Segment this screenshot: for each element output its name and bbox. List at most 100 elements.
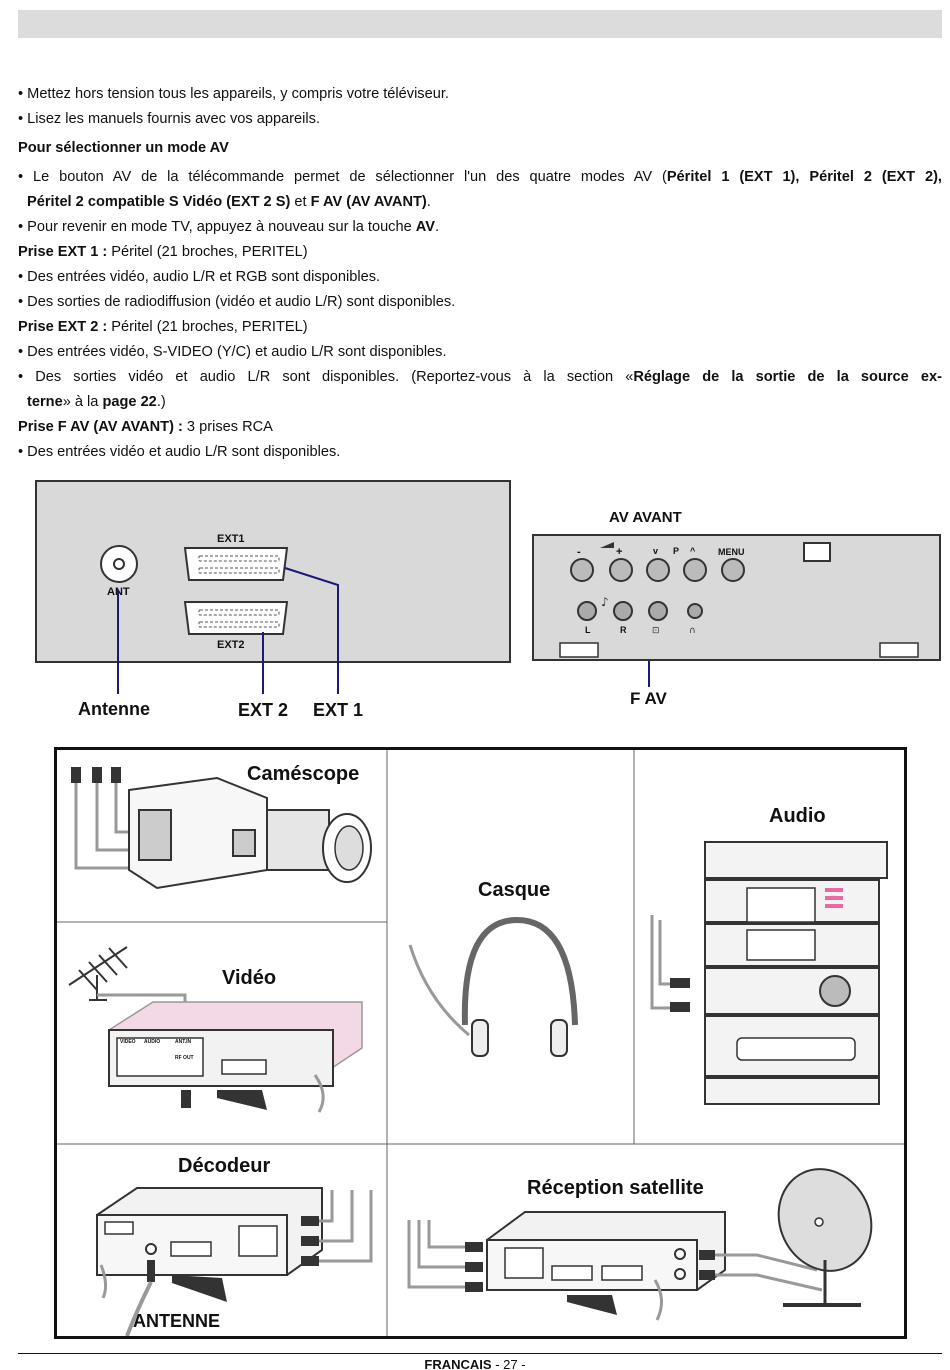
text-run: Péritel (21 broches, PERITEL) [107, 244, 308, 260]
scart-ext1-pins [198, 555, 280, 574]
text-run-bold: Péritel 2 compatible S Vidéo (EXT 2 S) [27, 194, 291, 210]
text-run-bold: page 22 [102, 394, 157, 410]
video-input-icon: ⊡ [652, 626, 660, 636]
video-title: Vidéo [222, 967, 277, 989]
audio-l-jack [577, 601, 597, 621]
scart-ext2-pins [198, 609, 280, 628]
volume-plus-label: + [616, 546, 623, 558]
decoder-illustration [96, 1187, 373, 1336]
header-bar [18, 10, 942, 38]
text-run: » à la [62, 394, 103, 410]
footer-language: FRANCAIS [424, 1357, 492, 1370]
text-run: • Pour revenir en mode TV, appuyez à nou… [18, 219, 416, 235]
video-in-jack [648, 601, 668, 621]
grid-drawing [57, 750, 904, 1336]
foot-right [879, 642, 919, 658]
footer-page-number: - 27 - [495, 1357, 526, 1370]
device-connection-grid: Caméscope Casque Audio Vidéo Décodeur Ré… [54, 747, 907, 1339]
audio-r-jack [613, 601, 633, 621]
program-label: P [673, 546, 680, 556]
ext1-heading: Prise EXT 1 : Péritel (21 broches, PERIT… [18, 240, 942, 265]
vcr-illustration [68, 946, 363, 1113]
rear-panel-drawing [100, 545, 289, 635]
ext2-outputs-cont: terne» à la page 22.) [18, 390, 942, 415]
program-down-label: v [653, 546, 659, 556]
ext2-heading: Prise EXT 2 : Péritel (21 broches, PERIT… [18, 315, 942, 340]
antenna-socket-pin [113, 558, 125, 570]
scart-ext2-icon [183, 601, 289, 635]
tv-return-line: • Pour revenir en mode TV, appuyez à nou… [18, 215, 942, 240]
text-run: . [426, 194, 431, 210]
satellite-title: Réception satellite [527, 1177, 704, 1199]
menu-button[interactable] [721, 558, 745, 582]
fav-heading: Prise F AV (AV AVANT) : 3 prises RCA [18, 415, 942, 440]
text-run: .) [156, 394, 166, 410]
fav-callout-line [648, 661, 650, 687]
section-heading: Pour sélectionner un mode AV [18, 140, 229, 156]
program-down-button[interactable] [646, 558, 670, 582]
camcorder-illustration [71, 767, 372, 890]
text-run-bold: Réglage de la sortie de la source ex- [633, 369, 943, 385]
text-run-bold: Prise F AV (AV AVANT) : [18, 419, 183, 435]
headphone-icon: ∩ [689, 626, 696, 636]
av-button-line-cont: Péritel 2 compatible S Vidéo (EXT 2 S) e… [18, 190, 942, 215]
ext2-inputs: • Des entrées vidéo, S-VIDEO (Y/C) et au… [18, 344, 447, 360]
program-up-label: ^ [690, 546, 696, 556]
fav-callout: F AV [630, 689, 667, 708]
antenne-callout: Antenne [78, 699, 150, 719]
av-button-line: • Le bouton AV de la télécommande permet… [18, 165, 942, 190]
antenna-socket-icon [100, 545, 138, 583]
ext1-callout: EXT 1 [313, 700, 364, 720]
jack-l-label: L [585, 625, 591, 635]
ext1-label: EXT1 [217, 533, 245, 545]
text-run: . [434, 219, 440, 235]
text-run-bold: Prise EXT 1 : [18, 244, 108, 260]
power-switch-icon [803, 542, 831, 562]
foot-left [559, 642, 599, 658]
casque-title: Casque [478, 879, 551, 901]
text-run: • Le bouton AV de la télécommande permet… [18, 169, 667, 185]
text-run-bold: terne [27, 394, 63, 410]
text-run: et [290, 194, 311, 210]
volume-up-button[interactable] [609, 558, 633, 582]
program-up-button[interactable] [683, 558, 707, 582]
page-footer: FRANCAIS - 27 - [0, 1357, 950, 1370]
instruction-line: • Mettez hors tension tous les appareils… [18, 86, 449, 102]
vcr-video-label: VIDEO [120, 1039, 136, 1045]
vcr-antin-label: ANT.IN [175, 1039, 192, 1045]
text-run: • Des sorties vidéo et audio L/R sont di… [18, 369, 634, 385]
scart-ext1-icon [183, 547, 289, 581]
fav-inputs: • Des entrées vidéo et audio L/R sont di… [18, 444, 341, 460]
music-note-icon: ♪ [601, 595, 609, 609]
menu-label: MENU [718, 547, 745, 557]
volume-down-button[interactable] [570, 558, 594, 582]
ext2-label: EXT2 [217, 639, 245, 651]
headphone-jack [687, 603, 703, 619]
ext2-callout: EXT 2 [238, 700, 289, 720]
text-run: Péritel (21 broches, PERITEL) [107, 319, 308, 335]
ext1-outputs: • Des sorties de radiodiffusion (vidéo e… [18, 294, 456, 310]
av-avant-title: AV AVANT [609, 509, 682, 526]
satellite-receiver-illustration [407, 1168, 873, 1321]
text-run-bold: F AV (AV AVANT) [310, 194, 427, 210]
audio-title: Audio [769, 805, 826, 827]
rear-callout-lines [117, 660, 339, 694]
footer-rule [18, 1353, 942, 1354]
vcr-rfout-label: RF OUT [175, 1055, 194, 1061]
instruction-line: • Lisez les manuels fournis avec vos app… [18, 111, 320, 127]
volume-minus-label: - [577, 546, 581, 558]
text-run-bold: Prise EXT 2 : [18, 319, 108, 335]
camescope-title: Caméscope [247, 763, 360, 785]
text-run-bold: AV [415, 219, 435, 235]
decodeur-title: Décodeur [178, 1155, 271, 1177]
audio-system-illustration [650, 841, 888, 1105]
front-panel-drawing: ♪ ⊡ ∩ [559, 542, 919, 658]
text-run: 3 prises RCA [182, 419, 273, 435]
volume-ramp-icon [600, 542, 614, 548]
ext2-outputs: • Des sorties vidéo et audio L/R sont di… [18, 365, 942, 390]
text-run-bold: Péritel 1 (EXT 1), Péritel 2 (EXT 2), [666, 169, 942, 185]
antenne-label: ANTENNE [133, 1311, 221, 1331]
ext1-inputs: • Des entrées vidéo, audio L/R et RGB so… [18, 269, 381, 285]
front-panel-diagram: ♪ ⊡ ∩ - + v P ^ MENU L R [532, 534, 941, 661]
vcr-audio-label: AUDIO [144, 1039, 161, 1045]
